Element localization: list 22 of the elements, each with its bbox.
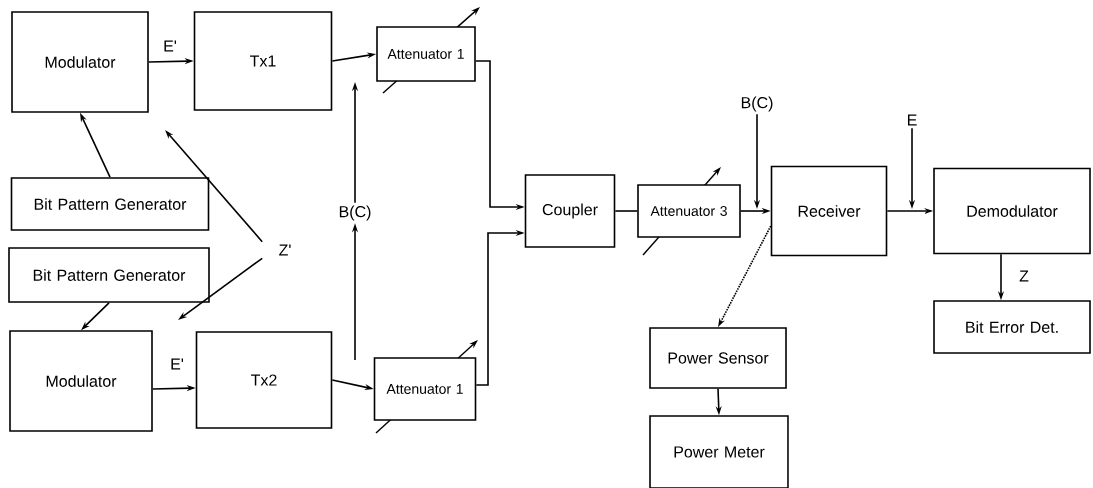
- block-box: Modulator: [11, 11, 149, 113]
- block-box: Attenuator 3: [637, 184, 741, 238]
- block-box: Demodulator: [933, 167, 1091, 255]
- block-box: Attenuator 1: [373, 357, 477, 421]
- block-box: Modulator: [9, 330, 153, 432]
- block-box: Receiver: [770, 165, 888, 257]
- block-box: Tx2: [195, 331, 333, 429]
- block-box: Bit Pattern Generator: [10, 177, 210, 231]
- signal-label: B(C): [339, 205, 371, 221]
- edge-label: Z: [1018, 269, 1030, 283]
- signal-label: Z': [279, 244, 291, 256]
- block-box: Tx1: [193, 11, 333, 111]
- signal-label: E: [908, 114, 917, 126]
- signal-label: B(C): [741, 96, 773, 112]
- block-box: Attenuator 1: [376, 26, 476, 82]
- edge-label: E': [169, 357, 185, 371]
- edge-label: E': [162, 39, 178, 53]
- block-box: Coupler: [524, 174, 616, 248]
- block-box: Bit Error Det.: [933, 300, 1091, 354]
- block-box: Bit Pattern Generator: [8, 247, 210, 303]
- block-box: Power Meter: [649, 415, 789, 488]
- block-box: Power Sensor: [649, 327, 787, 389]
